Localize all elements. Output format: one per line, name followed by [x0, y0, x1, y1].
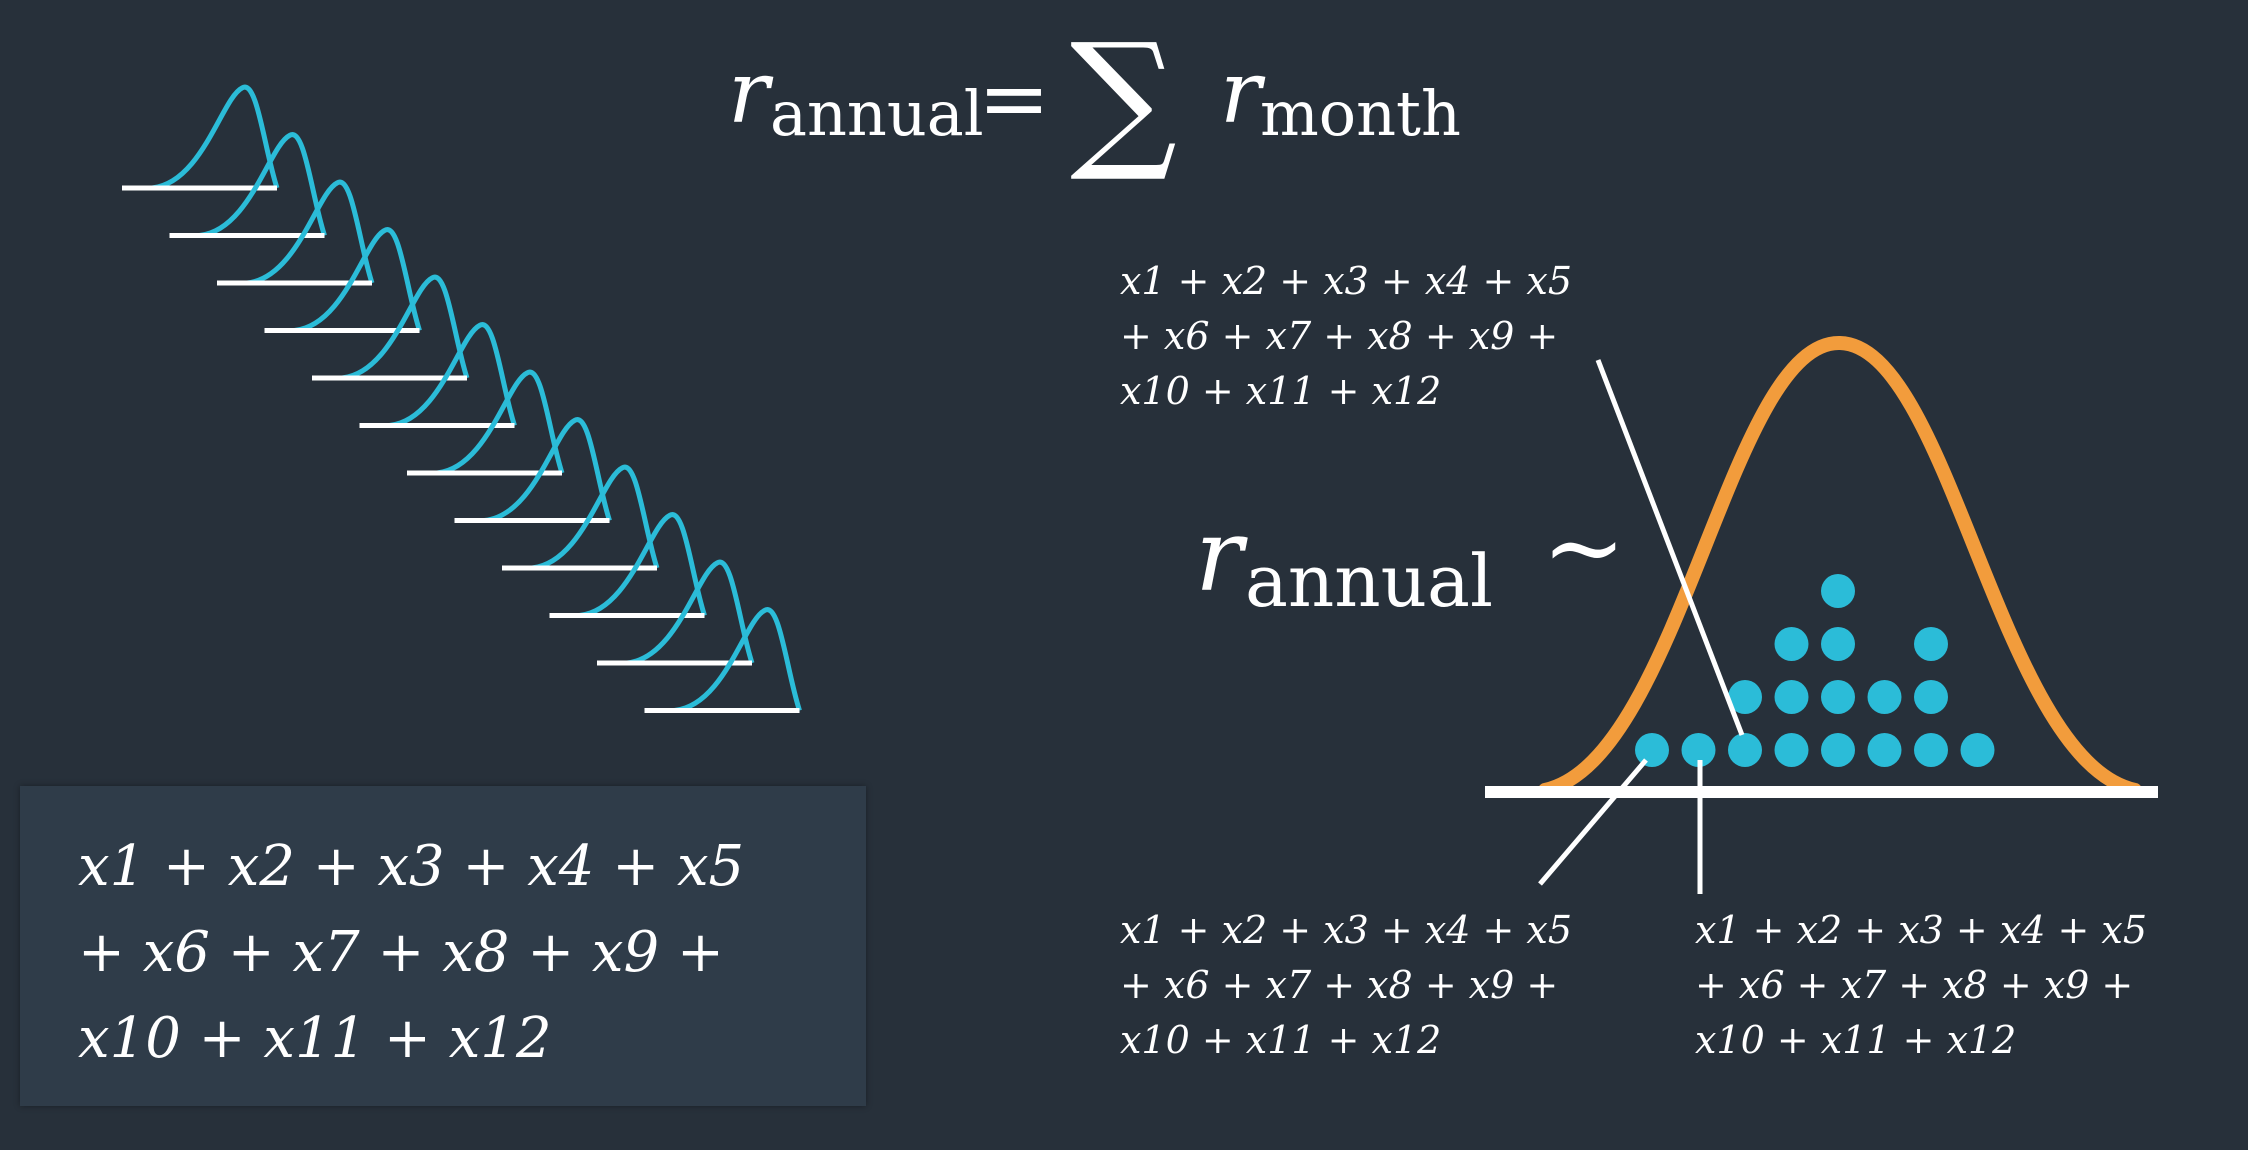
- pointer-line-bottom-left: [1538, 758, 1648, 886]
- monthly-distribution: [217, 179, 375, 286]
- monthly-distributions: [122, 84, 802, 713]
- sum-br-line-2: + x6 + x7 + x8 + x9 +: [1695, 963, 2134, 1007]
- histogram-dot: [1774, 733, 1809, 767]
- label-r-annual: r: [1195, 497, 1248, 614]
- sum-line-2: + x6 + x7 + x8 + x9 +: [78, 920, 724, 985]
- monthly-curve: [294, 227, 422, 333]
- monthly-distribution: [549, 512, 707, 618]
- histogram-dot: [1821, 574, 1855, 608]
- monthly-distribution: [122, 84, 280, 191]
- monthly-distribution: [644, 607, 802, 713]
- monthly-curve: [484, 417, 612, 523]
- histogram-dot: [1867, 733, 1902, 767]
- monthly-curve: [674, 607, 802, 713]
- monthly-distribution: [454, 417, 612, 523]
- sum-top-line-1: x1 + x2 + x3 + x4 + x5: [1120, 259, 1573, 303]
- sum-br-line-1: x1 + x2 + x3 + x4 + x5: [1695, 908, 2148, 952]
- sum-line-3: x10 + x11 + x12: [78, 1006, 552, 1071]
- sum-bl-line-3: x10 + x11 + x12: [1120, 1018, 1442, 1062]
- histogram-dot: [1960, 733, 1995, 767]
- histogram-dot: [1728, 733, 1762, 767]
- formula-r-annual: r: [728, 43, 774, 143]
- sum-annotation-top: x1 + x2 + x3 + x4 + x5 + x6 + x7 + x8 + …: [1120, 254, 1572, 419]
- annual-bell-curve: [1538, 335, 2142, 797]
- formula-month-subscript: month: [1260, 77, 1461, 150]
- sum-top-line-2: + x6 + x7 + x8 + x9 +: [1120, 314, 1559, 358]
- sum-formula: r annual = ∑ r month: [728, 12, 1461, 186]
- monthly-curve: [246, 179, 375, 286]
- monthly-curve: [199, 132, 327, 238]
- formula-annual-subscript: annual: [770, 77, 984, 150]
- monthly-curve: [151, 84, 280, 191]
- sum-box: x1 + x2 + x3 + x4 + x5 + x6 + x7 + x8 + …: [20, 786, 866, 1106]
- formula-sigma: ∑: [1070, 12, 1177, 186]
- sum-box-text: x1 + x2 + x3 + x4 + x5 + x6 + x7 + x8 + …: [78, 824, 744, 1082]
- sum-bl-line-2: + x6 + x7 + x8 + x9 +: [1120, 963, 1559, 1007]
- sum-annotation-bottom-left: x1 + x2 + x3 + x4 + x5 + x6 + x7 + x8 + …: [1120, 903, 1572, 1068]
- sum-br-line-3: x10 + x11 + x12: [1695, 1018, 2017, 1062]
- histogram-dot: [1821, 627, 1855, 661]
- monthly-curve: [341, 274, 470, 381]
- monthly-curve: [436, 369, 565, 476]
- monthly-curve: [389, 322, 517, 428]
- histogram-dot: [1635, 733, 1669, 767]
- monthly-distribution: [264, 227, 422, 333]
- label-tilde: ~: [1542, 489, 1626, 606]
- histogram-dot: [1774, 627, 1809, 661]
- distribution-label: r annual ~: [1195, 489, 1626, 623]
- label-annual-subscript: annual: [1245, 539, 1493, 623]
- monthly-distribution: [169, 132, 327, 238]
- monthly-curve: [579, 512, 707, 618]
- monthly-distribution: [502, 464, 660, 571]
- histogram-dot: [1728, 680, 1762, 714]
- monthly-distribution: [312, 274, 470, 381]
- monthly-curve: [626, 559, 755, 666]
- histogram-dot: [1914, 733, 1948, 767]
- histogram-dot: [1914, 627, 1948, 661]
- sum-line-1: x1 + x2 + x3 + x4 + x5: [78, 834, 745, 899]
- sum-annotation-bottom-right: x1 + x2 + x3 + x4 + x5 + x6 + x7 + x8 + …: [1695, 903, 2147, 1068]
- pointer-line-top: [1595, 359, 1745, 736]
- formula-equals: =: [978, 49, 1050, 149]
- monthly-distribution: [407, 369, 565, 476]
- histogram-dot: [1681, 733, 1716, 767]
- histogram-dot: [1867, 680, 1902, 714]
- formula-r-month: r: [1220, 43, 1266, 143]
- histogram-dot: [1774, 680, 1809, 714]
- histogram-dot: [1914, 680, 1948, 714]
- sum-top-line-3: x10 + x11 + x12: [1120, 369, 1442, 413]
- monthly-distribution: [359, 322, 517, 428]
- monthly-distribution: [597, 559, 755, 666]
- histogram-dot: [1821, 733, 1855, 767]
- monthly-curve: [531, 464, 660, 571]
- dot-histogram: [1635, 574, 1995, 767]
- sum-bl-line-1: x1 + x2 + x3 + x4 + x5: [1120, 908, 1573, 952]
- histogram-dot: [1821, 680, 1855, 714]
